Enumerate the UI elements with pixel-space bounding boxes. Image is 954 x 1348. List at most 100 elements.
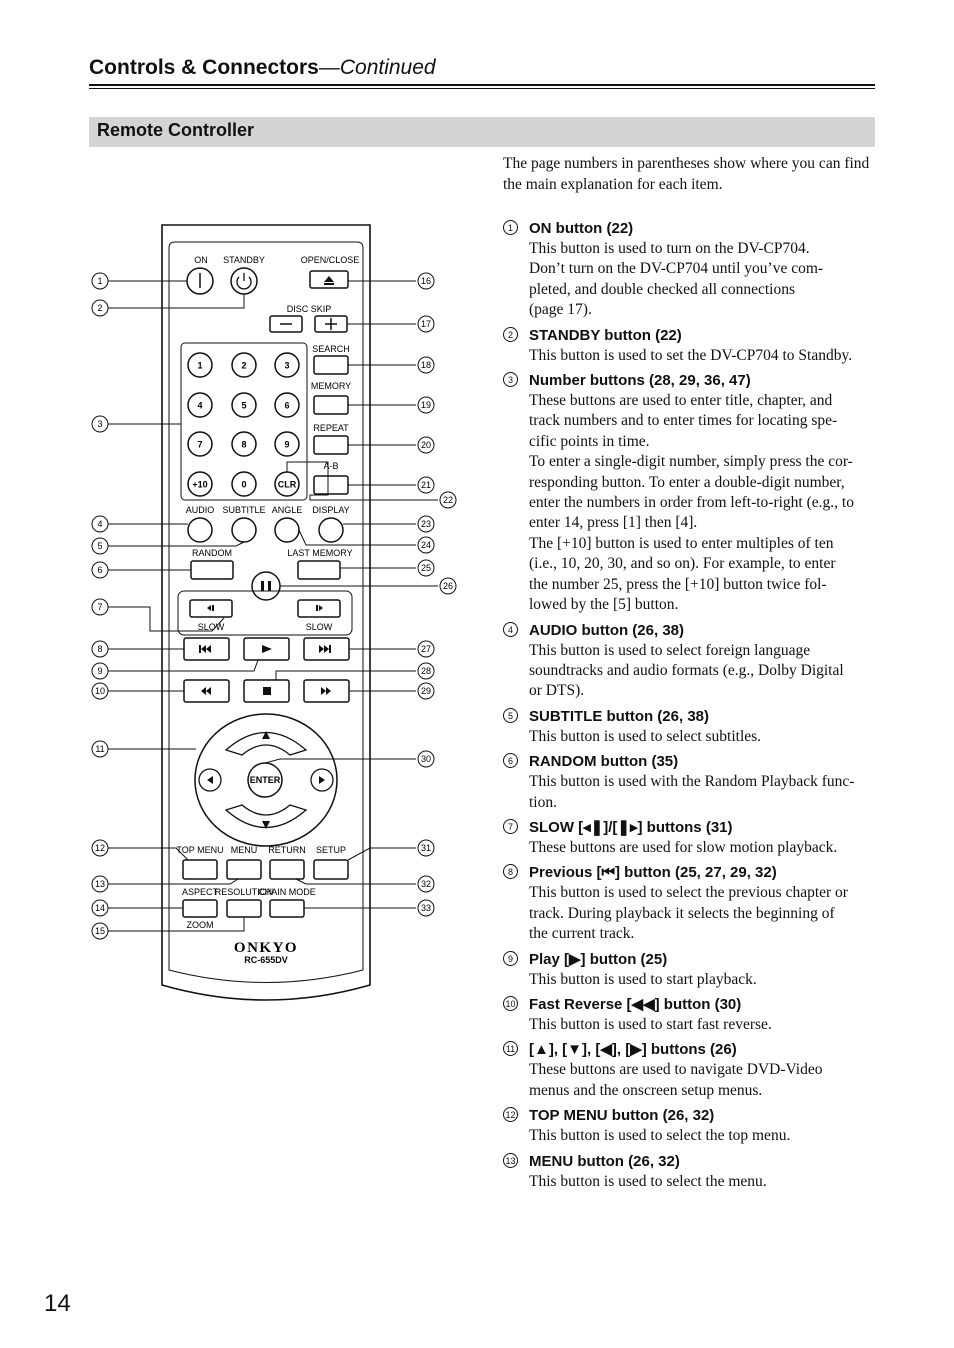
angle-button[interactable] [274,517,300,543]
item-description: This button is used to set the DV-CP704 … [529,346,853,364]
disc-skip-plus-button[interactable] [314,315,348,333]
svg-text:23: 23 [421,519,431,529]
last-memory-button[interactable] [297,560,341,580]
item-number: 8 [503,864,518,880]
svg-text:26: 26 [443,581,453,591]
top-menu-button[interactable] [182,859,218,880]
on-button[interactable] [186,267,214,295]
callout-left: 2 [91,299,109,317]
svg-text:2: 2 [97,303,102,313]
item-number: 13 [503,1152,518,1168]
number-key[interactable]: 9 [274,431,300,457]
down-arrow-button[interactable] [224,804,308,829]
item-heading: MENU button (26, 32) [529,1152,680,1170]
item-heading: Previous [⏮] button (25, 27, 29, 32) [529,864,777,882]
callout-right: 25 [417,559,435,577]
last-memory-label: LAST MEMORY [287,548,352,558]
callout-left: 12 [91,839,109,857]
number-key[interactable]: 5 [231,392,257,418]
model-label: RC-655DV [244,955,288,965]
item-number: 2 [503,326,518,342]
return-button[interactable] [269,859,305,880]
standby-button[interactable] [230,267,258,295]
number-key[interactable]: 0 [231,471,257,497]
previous-button[interactable] [183,637,230,661]
ab-repeat-button[interactable] [313,475,349,495]
plus-ten-key[interactable]: +10 [187,471,213,497]
svg-text:3: 3 [97,419,102,429]
setup-button[interactable] [313,859,349,880]
item-description: This button is used to turn on the DV-CP… [529,240,824,319]
svg-text:16: 16 [421,276,431,286]
play-button[interactable] [243,637,290,661]
open-close-button[interactable] [309,270,349,289]
svg-text:9: 9 [97,666,102,676]
item-description: This button is used to start fast revers… [529,1015,772,1033]
repeat-button[interactable] [313,435,349,455]
slow-reverse-button[interactable] [189,599,233,618]
item-heading: Number buttons (28, 29, 36, 47) [529,372,751,390]
setup-label: SETUP [316,845,346,855]
callout-left: 10 [91,682,109,700]
svg-text:13: 13 [95,879,105,889]
brand-logo: ONKYO [234,940,298,956]
number-key[interactable]: 8 [231,431,257,457]
callout-left: 3 [91,415,109,433]
up-arrow-button[interactable] [224,731,308,756]
number-key[interactable]: 4 [187,392,213,418]
random-button[interactable] [190,560,234,580]
next-button[interactable] [303,637,350,661]
number-key[interactable]: 7 [187,431,213,457]
chain-mode-button[interactable] [269,899,305,918]
item-number: 7 [503,818,518,834]
item-number: 9 [503,950,518,966]
slow-forward-button[interactable] [297,599,341,618]
aspect-label: ASPECT [182,887,219,897]
aspect-button[interactable] [182,899,218,918]
search-button[interactable] [313,355,349,375]
svg-text:1: 1 [97,276,102,286]
svg-text:31: 31 [421,843,431,853]
svg-text:27: 27 [421,644,431,654]
svg-text:30: 30 [421,754,431,764]
number-key[interactable]: 1 [187,352,213,378]
item-number: 1 [503,220,518,235]
svg-text:3: 3 [284,361,289,371]
item-heading: Play [▶] button (25) [529,950,668,968]
fast-reverse-button[interactable] [183,679,230,703]
stop-button[interactable] [243,679,290,703]
fast-forward-button[interactable] [303,679,350,703]
list-item: 4 AUDIO button (26, 38) This button is u… [503,620,883,702]
menu-button[interactable] [226,859,262,880]
callout-left: 4 [91,515,109,533]
callout-right: 20 [417,436,435,454]
number-key[interactable]: 2 [231,352,257,378]
display-button[interactable] [318,517,344,543]
resolution-button[interactable] [226,899,262,918]
header-title: Controls & Connectors [89,56,319,79]
left-arrow-button[interactable] [198,768,222,792]
memory-button[interactable] [313,395,349,415]
callout-left: 13 [91,875,109,893]
number-key[interactable]: 3 [274,352,300,378]
ab-label: A-B [323,461,338,471]
svg-text:6: 6 [284,401,289,411]
list-item: 3 Number buttons (28, 29, 36, 47) These … [503,370,883,615]
memory-label: MEMORY [311,381,351,391]
clear-key[interactable]: CLR [274,471,300,497]
audio-button[interactable] [187,517,213,543]
item-heading: AUDIO button (26, 38) [529,621,685,639]
pause-button[interactable] [251,571,281,601]
subtitle-button[interactable] [231,517,257,543]
svg-text:9: 9 [284,440,289,450]
svg-text:4: 4 [97,519,102,529]
svg-text:33: 33 [421,903,431,913]
page-number: 14 [44,1290,71,1317]
right-arrow-button[interactable] [310,768,334,792]
svg-text:8: 8 [97,644,102,654]
svg-text:28: 28 [421,666,431,676]
number-key[interactable]: 6 [274,392,300,418]
intro-paragraph: The page numbers in parentheses show whe… [503,155,870,193]
item-description: This button is used to select foreign la… [529,641,844,700]
disc-skip-minus-button[interactable] [269,315,303,333]
